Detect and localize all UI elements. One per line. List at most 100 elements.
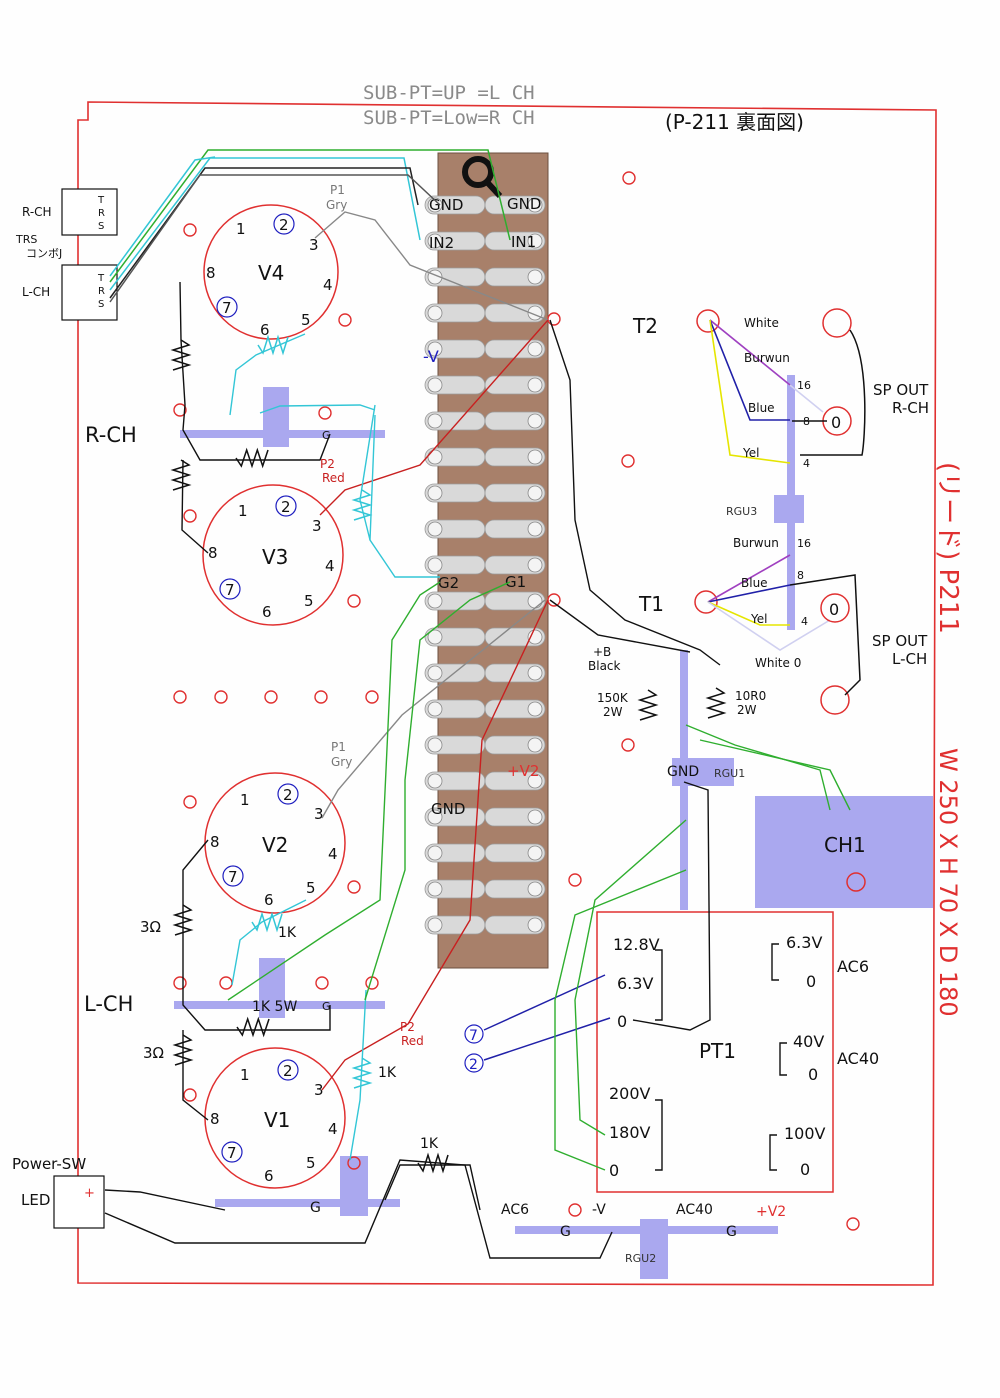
sp-out-rch-label: SP OUT xyxy=(873,381,929,399)
strip-lug-hole xyxy=(527,917,543,933)
pt1-tap-200v: 200V xyxy=(609,1084,651,1103)
strip-label-minus-v: -V xyxy=(423,347,439,366)
tube-v3-pin3: 3 xyxy=(312,517,322,535)
rgu1-label: RGU1 xyxy=(714,767,745,780)
tube-v1-pin8: 8 xyxy=(210,1110,220,1128)
t2-white: White xyxy=(744,316,779,330)
pin-mark-2-text: 2 xyxy=(469,1057,478,1073)
trs-jack-lch[interactable]: T R S xyxy=(61,264,118,321)
tube-v2-pin1: 1 xyxy=(240,791,250,809)
tube-v3-pin6: 6 xyxy=(262,603,272,621)
mounting-hole xyxy=(547,312,561,326)
resistor xyxy=(351,489,373,521)
tube-v1-pin7-mark xyxy=(221,1141,243,1163)
bus-bottom: AC6 G -V AC40 G +V2 RGU2 xyxy=(501,1202,786,1279)
strip-lug-hole xyxy=(527,413,543,429)
sp-out-rch-zero: 0 xyxy=(831,413,841,432)
tube-v1-pin2-mark xyxy=(277,1059,299,1081)
strip-lug-hole xyxy=(427,773,443,789)
pt1-tap-0-left-a: 0 xyxy=(617,1012,627,1031)
p1-label-lch: P1 xyxy=(331,740,346,754)
tube-v3-pin2: 2 xyxy=(281,498,291,516)
resistor xyxy=(705,687,727,719)
heater-wire-7 xyxy=(483,974,606,1031)
tube-v3-pin7: 7 xyxy=(225,581,235,599)
tube-v4-pin7-mark xyxy=(216,296,238,318)
pt1-group-ac40: AC40 xyxy=(837,1049,879,1068)
p1-gry-lch: Gry xyxy=(331,755,352,769)
strip-lug-hole xyxy=(427,629,443,645)
sp-out-rch[interactable]: 0 xyxy=(792,308,866,456)
strip-lug-hole xyxy=(427,881,443,897)
tube-v3: V3 1 2 3 4 5 6 7 8 xyxy=(202,484,344,626)
jack-rch-s: S xyxy=(98,221,104,232)
mounting-hole xyxy=(621,738,635,752)
tube-v1-pin2: 2 xyxy=(283,1062,293,1080)
header-sub-pt-up: SUB-PT=UP =L CH xyxy=(363,82,535,104)
resistor xyxy=(235,447,269,469)
strip-lug-hole xyxy=(427,485,443,501)
strip-lug-hole xyxy=(427,521,443,537)
tube-v3-pin5: 5 xyxy=(304,592,314,610)
tube-v2-pin8: 8 xyxy=(210,833,220,851)
t1-yel: Yel xyxy=(750,612,767,626)
bus-bottom-plus-v2: +V2 xyxy=(756,1204,786,1220)
strip-lug-hole xyxy=(427,737,443,753)
section-label-rch: R-CH xyxy=(85,423,137,447)
strip-lug-hole xyxy=(427,449,443,465)
strip-label-in1: IN1 xyxy=(511,233,536,251)
strip-lug-hole xyxy=(427,413,443,429)
tube-v2-pin5: 5 xyxy=(306,879,316,897)
p2-red-rch: Red xyxy=(322,471,345,485)
rgu3-label: RGU3 xyxy=(726,505,757,518)
resistor xyxy=(351,1057,373,1089)
strip-lug-hole xyxy=(527,665,543,681)
power-switch-led[interactable]: + xyxy=(53,1175,105,1229)
supply-gnd: GND xyxy=(667,764,699,780)
trs-jack-rch[interactable]: T R S xyxy=(61,188,118,236)
tube-v2-pin7: 7 xyxy=(228,868,238,886)
bus-bottom-g1: G xyxy=(560,1224,571,1240)
tube-v2-pin6: 6 xyxy=(264,891,274,909)
strip-lug-hole xyxy=(427,557,443,573)
t2-label: T2 xyxy=(632,314,658,338)
resistor xyxy=(236,1016,270,1038)
bus-rch-g: G xyxy=(322,429,331,442)
tube-v4-pin2-mark xyxy=(273,213,295,235)
tube-v3-pin4: 4 xyxy=(325,557,335,575)
input-wires xyxy=(109,149,511,303)
tube-v1: V1 1 2 3 4 5 6 7 8 xyxy=(204,1047,346,1189)
strip-lug-hole xyxy=(427,377,443,393)
strip-lug-hole xyxy=(427,917,443,933)
sp-out-lch-label: SP OUT xyxy=(872,632,928,650)
resistor xyxy=(172,904,194,936)
strip-lug-hole xyxy=(527,521,543,537)
bus-rch: G xyxy=(180,387,385,447)
jack-lch-r: R xyxy=(98,286,105,297)
pt1-tap-0-right-c: 0 xyxy=(800,1160,810,1179)
strip-lug-hole xyxy=(527,377,543,393)
t2-tap-4: 4 xyxy=(803,457,810,470)
tube-v4: V4 1 2 3 4 5 6 7 8 xyxy=(203,204,339,340)
sp-out-lch[interactable]: 0 xyxy=(789,574,861,715)
pt1-tap-180v: 180V xyxy=(609,1123,651,1142)
tube-v4-pin7: 7 xyxy=(222,299,232,317)
strip-lug-hole xyxy=(527,233,543,249)
t1-lug xyxy=(694,590,718,614)
choke-ch1-label: CH1 xyxy=(824,833,866,857)
strip-lug-hole xyxy=(427,197,443,213)
supply-plus-b: +B xyxy=(593,645,611,659)
mounting-hole xyxy=(318,406,332,420)
mounting-hole xyxy=(183,223,197,237)
tube-v4-pin1: 1 xyxy=(236,220,246,238)
strip-label-in2: IN2 xyxy=(429,234,454,252)
bus-lch-1k5w: 1K 5W xyxy=(252,999,297,1015)
pt1-group-ac6: AC6 xyxy=(837,957,869,976)
strip-lug-hole xyxy=(427,845,443,861)
tube-v4-name: V4 xyxy=(258,261,284,285)
strip-label-g1: G1 xyxy=(505,573,526,591)
mounting-hole xyxy=(183,795,197,809)
strip-mounting-ring xyxy=(462,156,494,188)
t1-tap-16: 16 xyxy=(797,537,811,550)
mounting-hole xyxy=(347,1156,361,1170)
